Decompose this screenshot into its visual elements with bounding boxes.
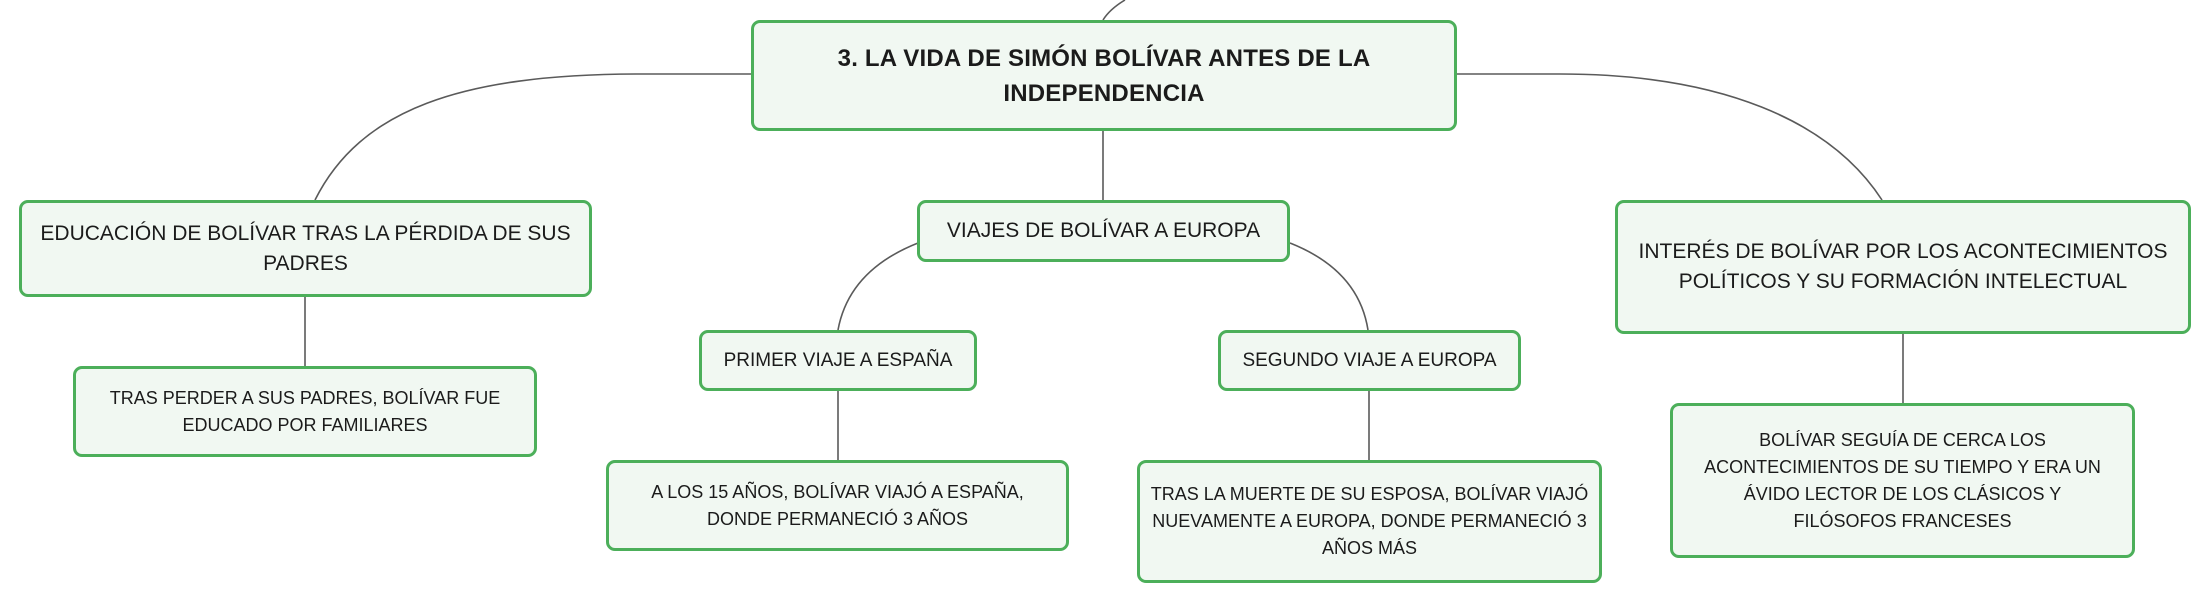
root-node[interactable]: 3. LA VIDA DE SIMÓN BOLÍVAR ANTES DE LA … (751, 20, 1457, 131)
connector-travels-to-second-trip (1289, 242, 1369, 331)
education-detail[interactable]: TRAS PERDER A SUS PADRES, BOLÍVAR FUE ED… (73, 366, 537, 457)
first-trip-title: PRIMER VIAJE A ESPAÑA (723, 350, 953, 371)
connector-parent-to-root (1102, 0, 1126, 21)
education-detail-text: TRAS PERDER A SUS PADRES, BOLÍVAR FUE ED… (109, 387, 501, 435)
first-trip-detail[interactable]: A LOS 15 AÑOS, BOLÍVAR VIAJÓ A ESPAÑA, D… (606, 460, 1069, 551)
intellectual-detail[interactable]: BOLÍVAR SEGUÍA DE CERCA LOS ACONTECIMIEN… (1670, 403, 2135, 558)
second-trip-node[interactable]: SEGUNDO VIAJE A EUROPA (1218, 330, 1521, 391)
branch-education[interactable]: EDUCACIÓN DE BOLÍVAR TRAS LA PÉRDIDA DE … (19, 200, 592, 297)
branch-travels-title: VIAJES DE BOLÍVAR A EUROPA (946, 219, 1261, 242)
intellectual-detail-text: BOLÍVAR SEGUÍA DE CERCA LOS ACONTECIMIEN… (1704, 429, 2101, 531)
branch-intellectual[interactable]: INTERÉS DE BOLÍVAR POR LOS ACONTECIMIENT… (1615, 200, 2191, 334)
connector-travels-to-first-trip (837, 242, 919, 331)
second-trip-detail[interactable]: TRAS LA MUERTE DE SU ESPOSA, BOLÍVAR VIA… (1137, 460, 1602, 583)
second-trip-detail-text: TRAS LA MUERTE DE SU ESPOSA, BOLÍVAR VIA… (1150, 484, 1589, 558)
second-trip-title: SEGUNDO VIAJE A EUROPA (1242, 350, 1497, 371)
first-trip-node[interactable]: PRIMER VIAJE A ESPAÑA (699, 330, 977, 391)
root-title: 3. LA VIDA DE SIMÓN BOLÍVAR ANTES DE LA … (837, 44, 1371, 107)
branch-travels[interactable]: VIAJES DE BOLÍVAR A EUROPA (917, 200, 1290, 262)
connector-root-to-education (314, 73, 752, 201)
branch-education-title: EDUCACIÓN DE BOLÍVAR TRAS LA PÉRDIDA DE … (40, 221, 571, 275)
branch-intellectual-title: INTERÉS DE BOLÍVAR POR LOS ACONTECIMIENT… (1638, 240, 2168, 293)
connector-root-to-intellectual (1457, 73, 1883, 201)
first-trip-detail-text: A LOS 15 AÑOS, BOLÍVAR VIAJÓ A ESPAÑA, D… (651, 481, 1024, 529)
